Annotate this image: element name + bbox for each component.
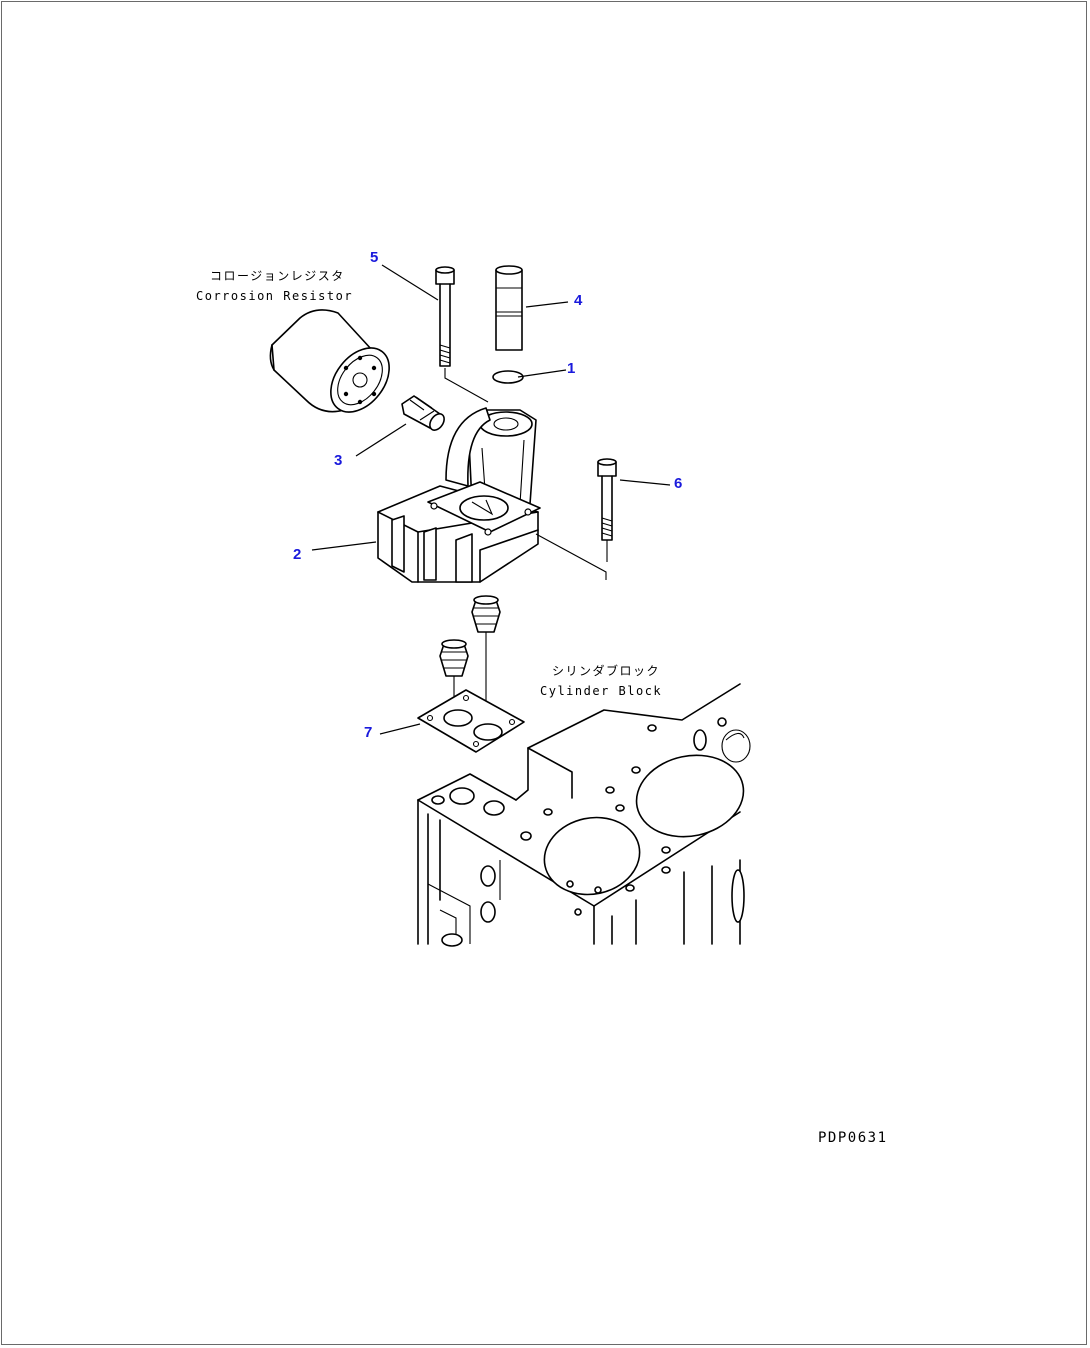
thermostat-lower: [439, 639, 469, 704]
leader-lines: [311, 264, 671, 735]
corrosion-resistor: [269, 309, 390, 413]
thermostat-upper: [471, 595, 501, 712]
part-2-housing: [377, 407, 607, 583]
callout-3[interactable]: 3: [334, 452, 343, 469]
part-6-bolt: [597, 458, 617, 562]
cylinder-block-label-en: Cylinder Block: [540, 684, 663, 698]
callout-2[interactable]: 2: [293, 546, 302, 563]
callout-6[interactable]: 6: [674, 475, 683, 492]
part-7-gasket: [417, 689, 525, 753]
part-4-pipe: [495, 265, 523, 351]
corrosion-resistor-label-en: Corrosion Resistor: [196, 289, 354, 303]
cylinder-block: [417, 683, 751, 947]
callout-1[interactable]: 1: [567, 360, 576, 377]
callout-4[interactable]: 4: [574, 292, 583, 309]
part-3-connector: [401, 395, 445, 431]
drawing-number: PDP0631: [818, 1130, 888, 1146]
callout-7[interactable]: 7: [364, 724, 373, 741]
corrosion-resistor-label-jp: コロージョンレジスタ: [210, 269, 345, 283]
part-5-bolt: [435, 266, 489, 403]
cylinder-block-label-jp: シリンダブロック: [552, 664, 661, 678]
callout-5[interactable]: 5: [370, 249, 379, 266]
part-1-o-ring: [492, 370, 524, 384]
